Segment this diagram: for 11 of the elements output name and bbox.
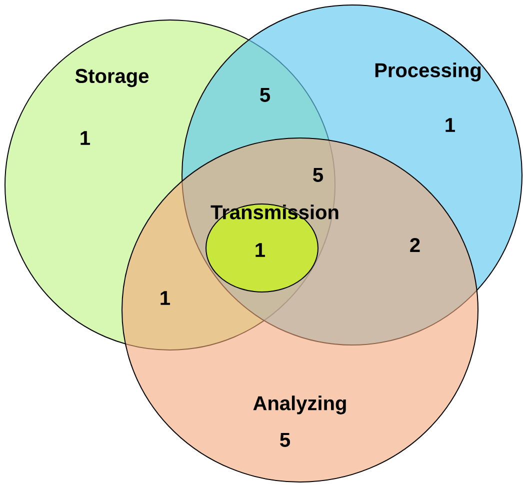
count-number: 5 <box>260 88 270 102</box>
set-name: Storage <box>75 68 149 88</box>
count-number: 1 <box>256 243 265 257</box>
count-number: 5 <box>313 168 323 182</box>
count-number: 1 <box>446 118 455 132</box>
count-number: 2 <box>410 238 420 252</box>
set-name: Analyzing <box>253 396 346 414</box>
count-number: 1 <box>80 131 90 145</box>
set-name: Processing <box>375 62 481 82</box>
count-number: 1 <box>160 291 170 305</box>
count-number: 5 <box>280 433 290 447</box>
